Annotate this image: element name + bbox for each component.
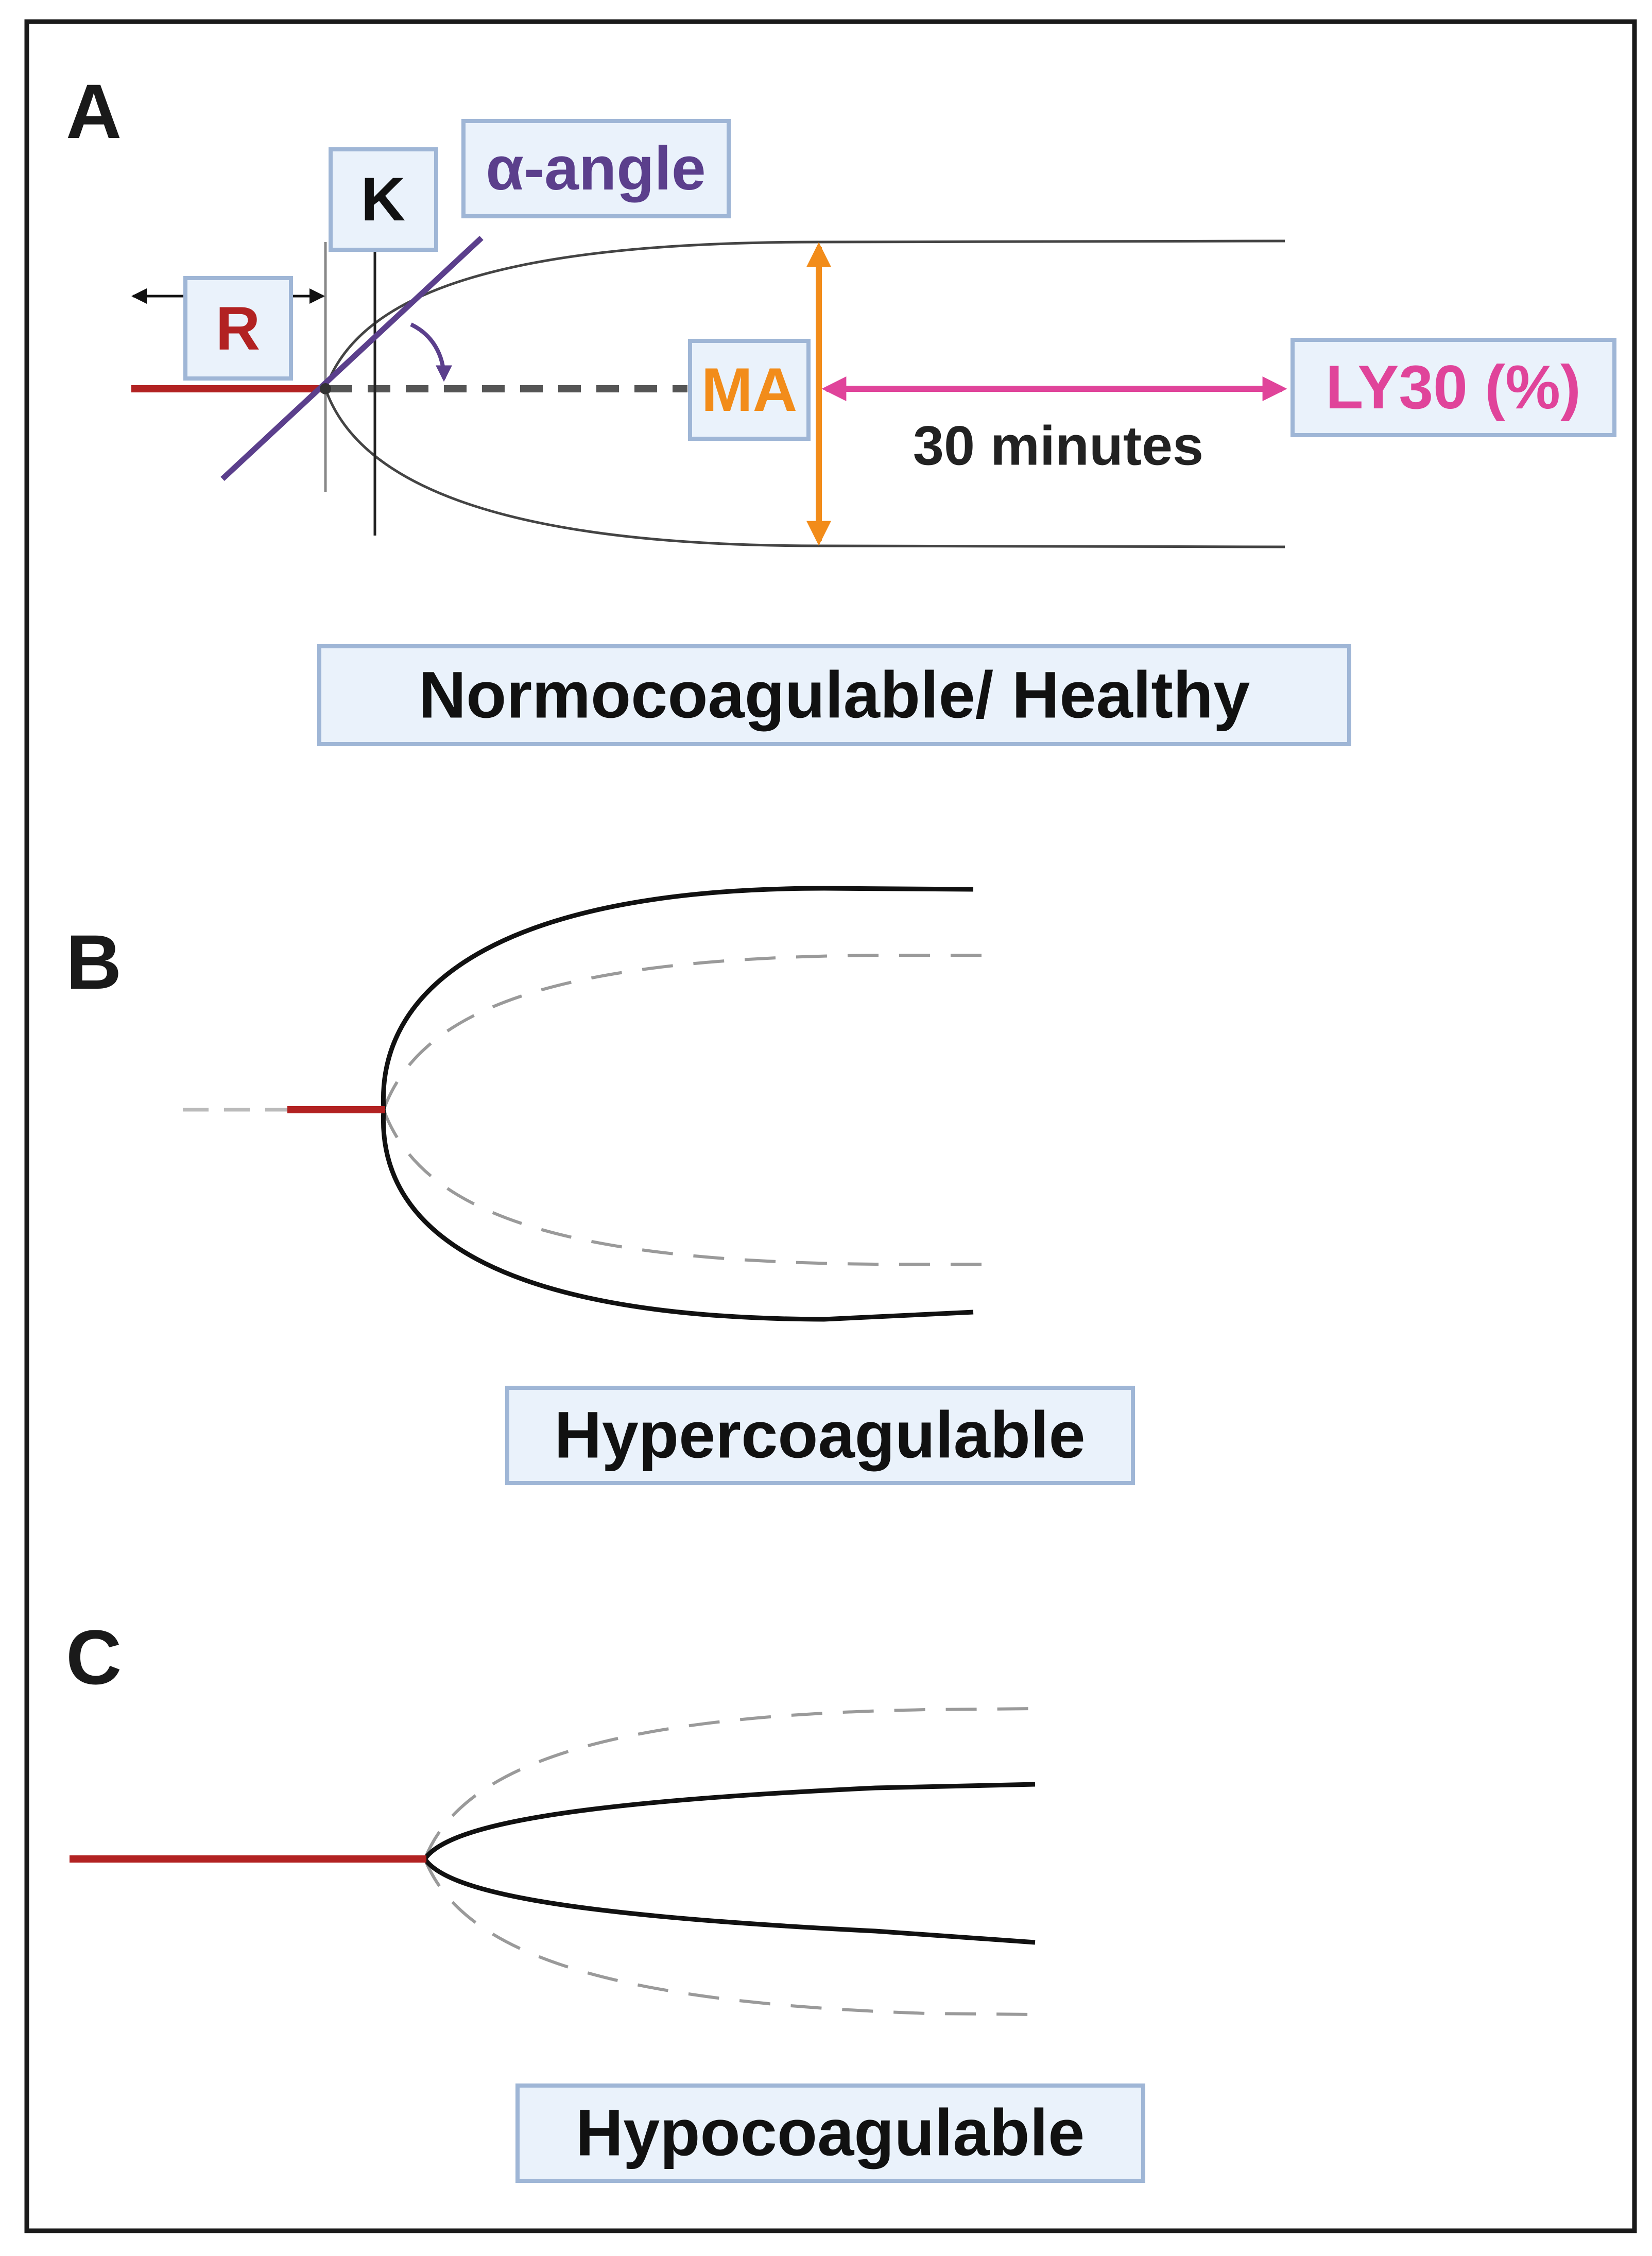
panel-a: A R K α-angle MA — [66, 68, 1616, 746]
r-k-junction-point — [320, 383, 331, 394]
panel-b: B Hypercoagulable — [66, 886, 1135, 1485]
alpha-angle-label: α-angle — [486, 134, 705, 203]
panel-b-caption: Hypercoagulable — [554, 1399, 1085, 1472]
hypercoagulable-trace-lower — [381, 1109, 974, 1322]
ly30-label: LY30 (%) — [1326, 353, 1581, 422]
ma-label: MA — [701, 355, 798, 424]
panel-c-caption-box — [515, 2083, 1145, 2183]
panel-c-letter: C — [66, 1614, 122, 1700]
ma-label-box — [688, 339, 811, 441]
hypercoagulable-trace-upper — [381, 886, 974, 1110]
k-label-box — [329, 147, 438, 252]
panel-a-letter: A — [66, 68, 122, 154]
k-label: K — [361, 165, 406, 234]
alpha-angle-label-box — [461, 119, 731, 218]
normal-trace-upper — [324, 239, 1285, 389]
r-label: R — [216, 294, 261, 363]
reference-trace-lower-c — [423, 1858, 1036, 2016]
r-label-box — [183, 276, 293, 381]
panel-b-caption-box — [505, 1386, 1135, 1485]
hypocoagulable-trace-upper — [423, 1782, 1036, 1861]
panel-a-caption: Normocoagulable/ Healthy — [419, 659, 1250, 732]
reference-trace-upper-c — [423, 1707, 1036, 1860]
reference-trace-lower — [382, 1109, 994, 1266]
normal-trace-lower — [324, 388, 1285, 548]
panel-c-caption: Hypocoagulable — [576, 2096, 1085, 2170]
hypocoagulable-trace-lower — [423, 1857, 1036, 1945]
ly30-label-box — [1290, 338, 1616, 437]
panel-a-caption-box — [317, 644, 1351, 746]
duration-label: 30 minutes — [913, 415, 1203, 477]
alpha-angle-arc-arrow — [410, 322, 452, 382]
panel-b-letter: B — [66, 919, 122, 1005]
alpha-angle-tangent — [220, 235, 484, 481]
panel-c: C Hypocoagulable — [66, 1614, 1145, 2183]
reference-trace-upper — [382, 954, 994, 1111]
